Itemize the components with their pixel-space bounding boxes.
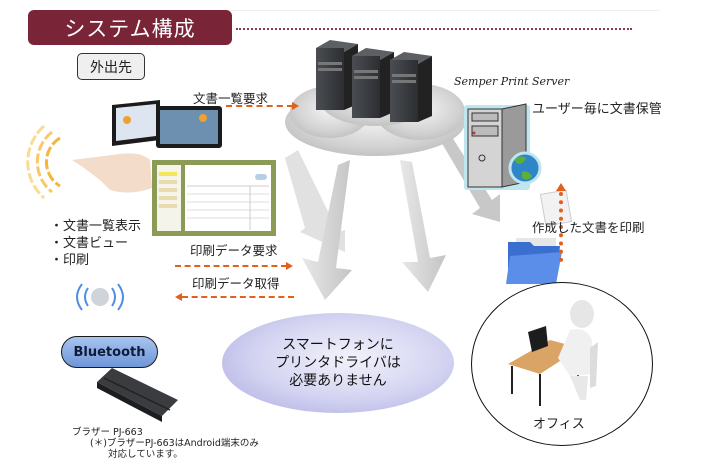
title-dotted-rule xyxy=(236,28,632,30)
note-line: スマートフォンに xyxy=(282,337,394,353)
printer-compat-note-cont: 対応しています。 xyxy=(108,449,183,460)
mobile-printer-icon xyxy=(97,368,178,422)
print-data-request-arrow xyxy=(175,265,287,267)
print-data-fetch-arrow xyxy=(182,296,294,298)
arrow-head-up-icon xyxy=(556,183,566,191)
tablet-icon xyxy=(112,100,222,148)
download-arrow-icon xyxy=(285,150,352,300)
pc-tower-globe-icon xyxy=(464,103,542,190)
folder-documents-icon xyxy=(506,189,573,284)
server-name: Semper Print Server xyxy=(454,75,570,88)
doc-list-request-arrow xyxy=(226,105,293,107)
arrow-head-right-icon xyxy=(292,102,299,110)
printer-compat-note: (＊)ブラザーPJ-663はAndroid端末のみ xyxy=(90,438,259,449)
server-description: ユーザー毎に文書保管 xyxy=(532,102,662,117)
feature-item: 印刷 xyxy=(50,252,141,269)
printer-name: ブラザー PJ-663 xyxy=(72,427,143,438)
feature-item: 文書ビュー xyxy=(50,235,141,252)
no-driver-note: スマートフォンに プリンタドライバは 必要ありません xyxy=(222,313,454,413)
office-label: オフィス xyxy=(533,417,585,432)
arrow-head-right-icon xyxy=(286,262,293,270)
office-print-label: 作成した文書を印刷 xyxy=(532,220,645,235)
print-data-request-label: 印刷データ要求 xyxy=(190,243,278,258)
location-badge: 外出先 xyxy=(77,53,145,80)
bluetooth-badge: Bluetooth xyxy=(61,336,158,368)
upload-dotted-arrow xyxy=(559,192,563,262)
feature-item: 文書一覧表示 xyxy=(50,218,141,235)
server-cluster-icon xyxy=(316,40,432,122)
download-arrow-icon xyxy=(400,160,446,292)
doc-list-request-label: 文書一覧要求 xyxy=(193,91,269,106)
touch-hand-icon xyxy=(26,124,152,200)
top-rule xyxy=(40,10,660,11)
office-worker-icon xyxy=(508,300,598,406)
print-data-fetch-label: 印刷データ取得 xyxy=(192,276,280,291)
app-screen-icon xyxy=(152,160,276,236)
note-line: 必要ありません xyxy=(289,373,387,389)
page-title: システム構成 xyxy=(28,10,232,45)
wireless-signal-icon xyxy=(76,283,124,311)
feature-list: 文書一覧表示 文書ビュー 印刷 xyxy=(50,218,141,269)
note-line: プリンタドライバは xyxy=(275,355,401,371)
arrow-head-left-icon xyxy=(175,293,182,301)
printer-note: ブラザー PJ-663 (＊)ブラザーPJ-663はAndroid端末のみ 対応… xyxy=(72,427,259,460)
